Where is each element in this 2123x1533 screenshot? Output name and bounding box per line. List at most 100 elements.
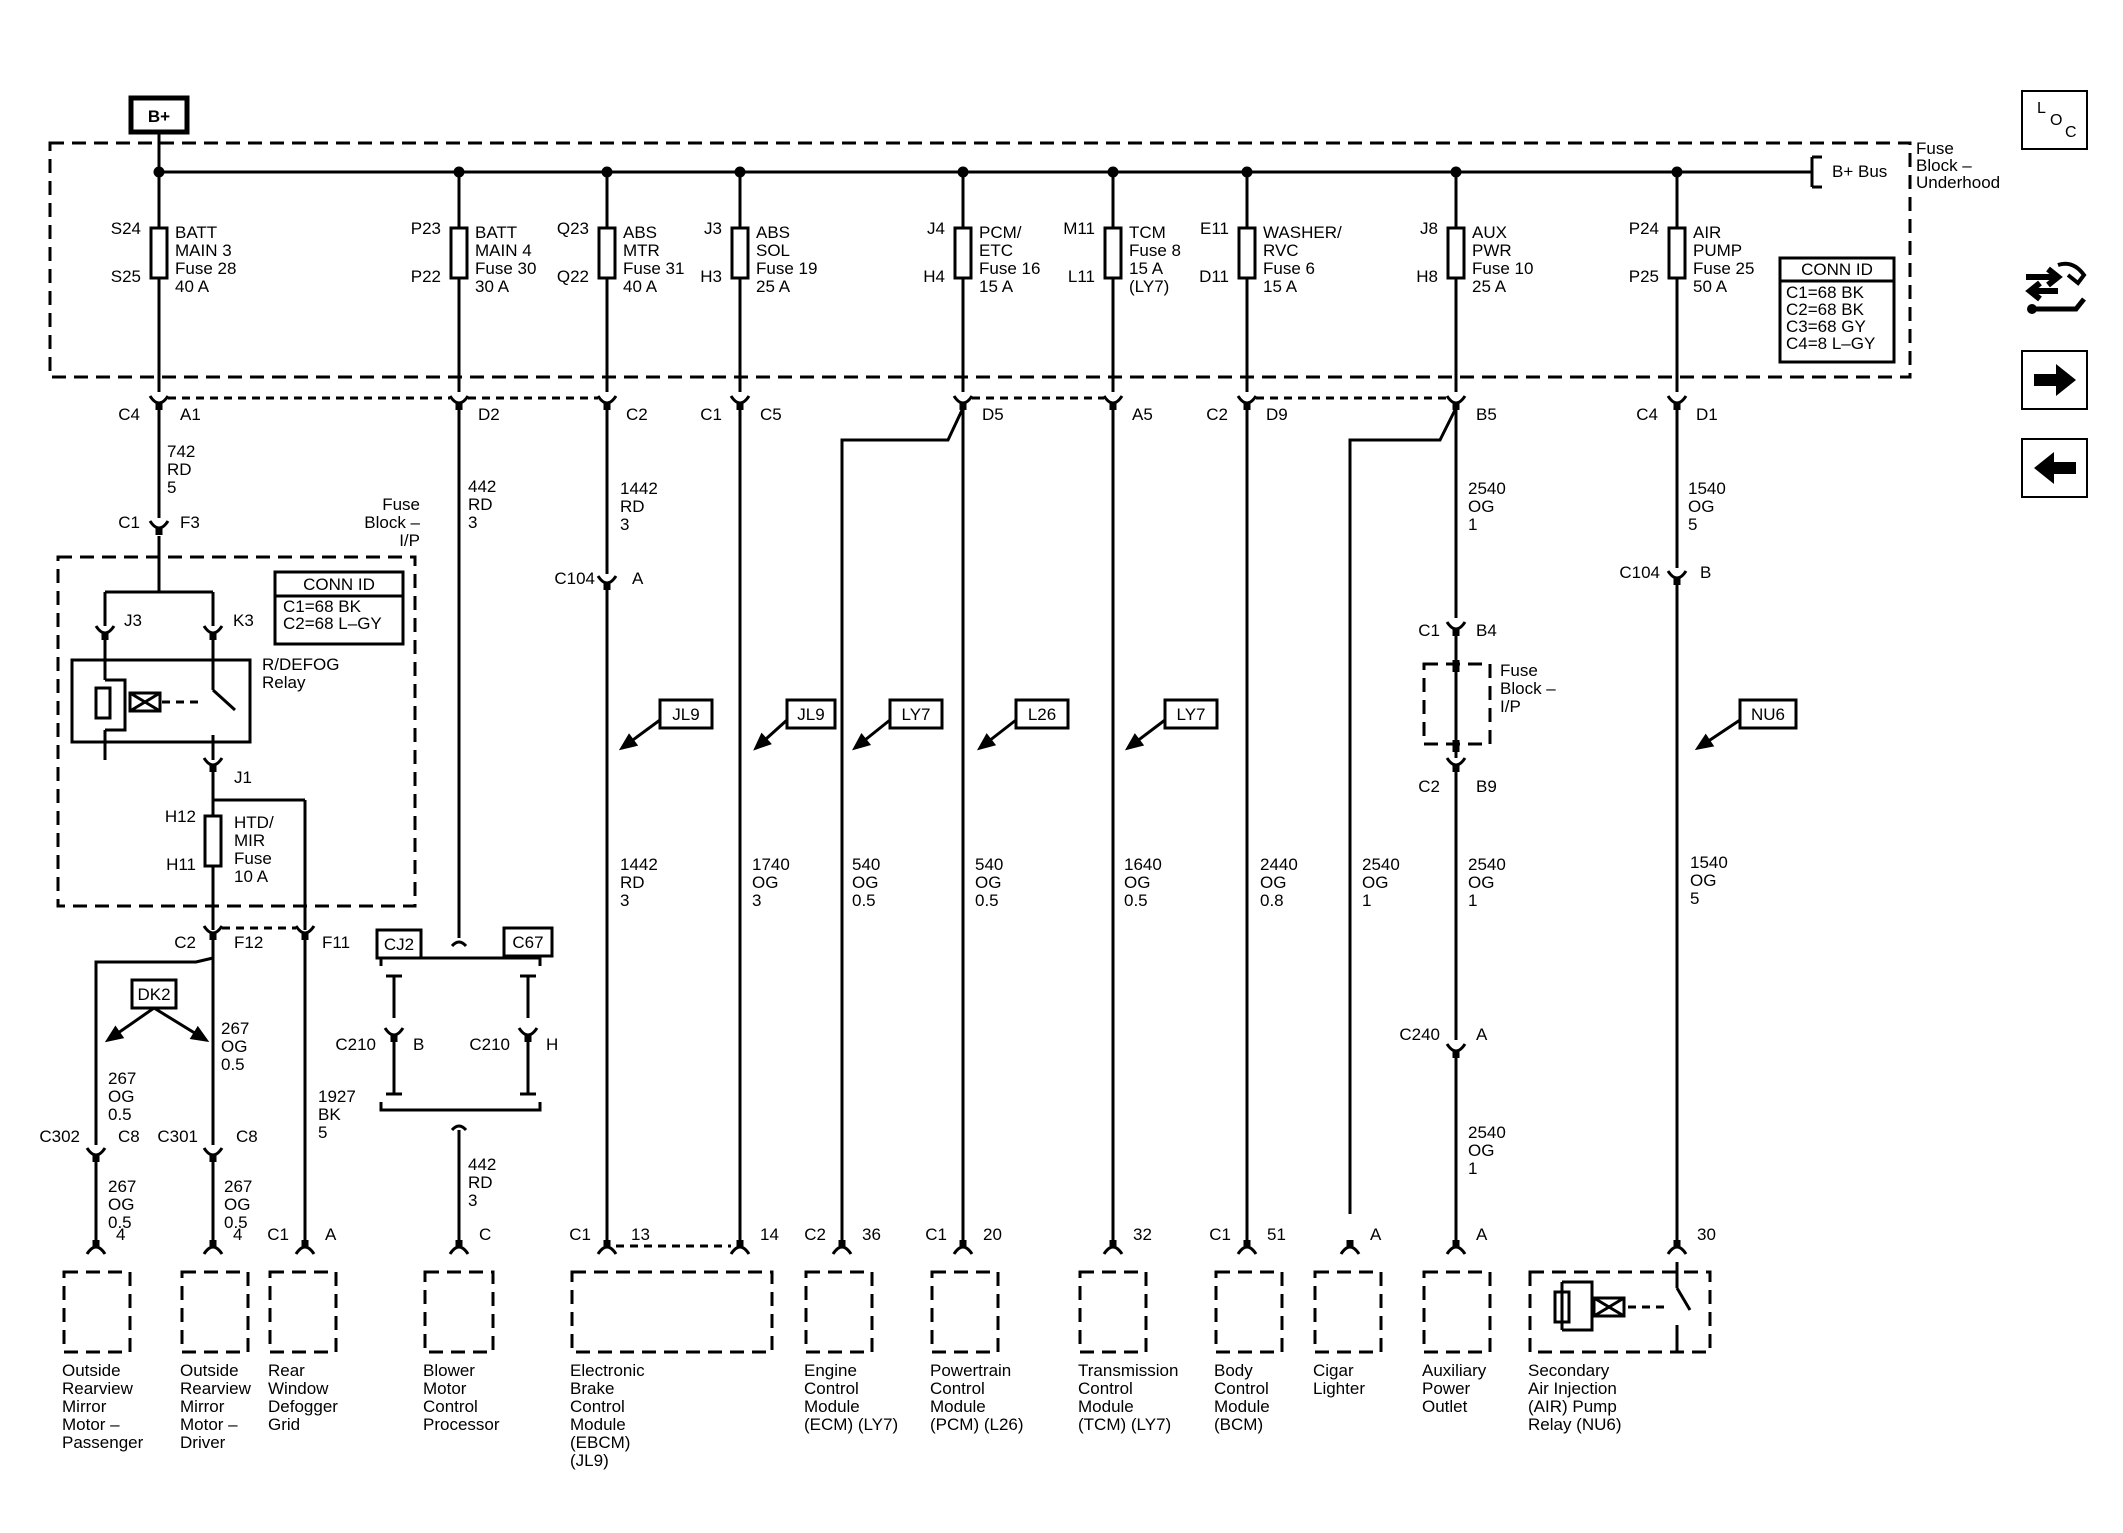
- conn-id-ip-title: CONN ID: [303, 575, 375, 594]
- fuse-top-pin: S24: [111, 219, 141, 238]
- wire-540-label: 540: [852, 855, 880, 874]
- bus-label: B+ Bus: [1832, 162, 1887, 181]
- fuse-label: Fuse 30: [475, 259, 536, 278]
- wire-267-label: 0.5: [108, 1213, 132, 1232]
- fuse-label: PWR: [1472, 241, 1512, 260]
- connector-label-c301: C301: [157, 1127, 198, 1146]
- option-tag-ly7-box: [888, 698, 944, 730]
- wire-267-label: OG: [108, 1195, 134, 1214]
- wire-267-label: 267: [221, 1019, 249, 1038]
- option-tag-jl9: JL9: [672, 705, 699, 724]
- component-tcm-label: Transmission: [1078, 1361, 1178, 1380]
- bottom-connector: [1445, 395, 1467, 405]
- wire-1640-label: 1640: [1124, 855, 1162, 874]
- fuse-top-pin: J4: [927, 219, 945, 238]
- component-pcm-label: Module: [930, 1397, 986, 1416]
- option-tag-ly7: LY7: [902, 705, 931, 724]
- connector-label-j1: J1: [234, 768, 252, 787]
- wire-267-passenger: [94, 956, 214, 1145]
- fuse-bottom-pin: P25: [1629, 267, 1659, 286]
- connector-c104-a: [596, 575, 618, 585]
- component-aux-power-outlet-label: Auxiliary: [1422, 1361, 1487, 1380]
- htd-fuse-label: HTD/: [234, 813, 274, 832]
- component-cigar-lighter-connector: [1339, 1245, 1361, 1255]
- relay-resistor: [94, 686, 112, 720]
- component-blower-motor-processor: [423, 1270, 495, 1354]
- connector-label-d1: D1: [1696, 405, 1718, 424]
- bottom-connector: [596, 395, 618, 405]
- wire-1640-label: OG: [1124, 873, 1150, 892]
- fuse-label: 40 A: [623, 277, 658, 296]
- fuse-label: 40 A: [175, 277, 210, 296]
- component-rear-defogger-grid-connector: [294, 1245, 316, 1255]
- component-bcm-label: Control: [1214, 1379, 1269, 1398]
- fuse-top-pin: E11: [1200, 219, 1229, 238]
- component-air-pump-relay-label: Air Injection: [1528, 1379, 1617, 1398]
- fuse-label: 15 A: [1129, 259, 1164, 278]
- fuse-label: AUX: [1472, 223, 1507, 242]
- component-tcm: [1078, 1270, 1148, 1354]
- fuse-label: MAIN 3: [175, 241, 232, 260]
- connector-view-button[interactable]: [2018, 255, 2090, 325]
- wire-1540-label: 1540: [1688, 479, 1726, 498]
- connector-label-d9: D9: [1266, 405, 1288, 424]
- fuse-label: MAIN 4: [475, 241, 532, 260]
- wire-1442-label: RD: [620, 873, 645, 892]
- air-relay-coil: [1592, 1296, 1626, 1318]
- connector-c301: [202, 1147, 224, 1157]
- wire-break-symbol: [450, 940, 468, 948]
- fuse-label: SOL: [756, 241, 790, 260]
- option-tag-jl9: JL9: [797, 705, 824, 724]
- connector-label-a: A: [1476, 1025, 1488, 1044]
- wire-1540-label: OG: [1690, 871, 1716, 890]
- wire-1927-label: 5: [318, 1123, 327, 1142]
- fuse-label: TCM: [1129, 223, 1166, 242]
- component-bcm-pin-label: 51: [1267, 1225, 1286, 1244]
- component-cigar-lighter: [1313, 1270, 1383, 1354]
- previous-page-button[interactable]: [2021, 438, 2088, 498]
- fuse-label: Fuse 31: [623, 259, 684, 278]
- component-bcm-label: Module: [1214, 1397, 1270, 1416]
- connector-label-b: B: [413, 1035, 424, 1054]
- option-tag-nu6-box: [1738, 698, 1798, 730]
- connector-label-c104: C104: [1619, 563, 1660, 582]
- component-ebcm-connector: [596, 1245, 618, 1255]
- component-pcm-label: Powertrain: [930, 1361, 1011, 1380]
- rdefog-relay-label: R/DEFOG: [262, 655, 339, 674]
- htd-fuse-symbol: [203, 814, 223, 868]
- fuse-label: Fuse 25: [1693, 259, 1754, 278]
- air-relay-coil-x: [1593, 1296, 1625, 1318]
- wire-442-label: 3: [468, 1191, 477, 1210]
- htd-fuse-label: Fuse: [234, 849, 272, 868]
- connector-label-k3: K3: [233, 611, 254, 630]
- wire-267-label: 0.5: [108, 1105, 132, 1124]
- wire-break-symbol: [450, 1124, 468, 1132]
- wire-2440-label: 0.8: [1260, 891, 1284, 910]
- connector-label-c104: C104: [554, 569, 595, 588]
- conn-id-underhood-row: C1=68 BK: [1786, 283, 1865, 302]
- relay-coil-x: [129, 691, 161, 713]
- rdefog-relay-box: [70, 658, 252, 744]
- component-blower-motor-processor-connector: [448, 1245, 470, 1255]
- conn-id-underhood-row: C2=68 BK: [1786, 300, 1865, 319]
- dk2-arrow-left-head: [104, 1025, 125, 1043]
- wire-540-label: 0.5: [852, 891, 876, 910]
- connector-k3: [202, 625, 224, 635]
- next-page-button[interactable]: [2021, 350, 2088, 410]
- nu6-arrow-head: [1694, 733, 1715, 751]
- l26-arrow-head: [976, 733, 997, 751]
- wire-267-label: OG: [108, 1087, 134, 1106]
- loc-button[interactable]: L O C: [2021, 90, 2088, 150]
- component-tcm-connector: [1102, 1245, 1124, 1255]
- fuse-label: Fuse 6: [1263, 259, 1315, 278]
- connector-c210-h: [517, 1027, 539, 1037]
- component-ebcm-label: Module: [570, 1415, 626, 1434]
- connector-label-c240: C240: [1399, 1025, 1440, 1044]
- fuse-symbol: [1667, 226, 1687, 280]
- fuse-label: 50 A: [1693, 277, 1728, 296]
- component-ecm-label: (ECM) (LY7): [804, 1415, 898, 1434]
- fuse-block-ip-label: Block –: [1500, 679, 1556, 698]
- option-tag-nu6: NU6: [1751, 705, 1785, 724]
- connector-j3: [94, 625, 116, 635]
- fuse-label: 15 A: [979, 277, 1014, 296]
